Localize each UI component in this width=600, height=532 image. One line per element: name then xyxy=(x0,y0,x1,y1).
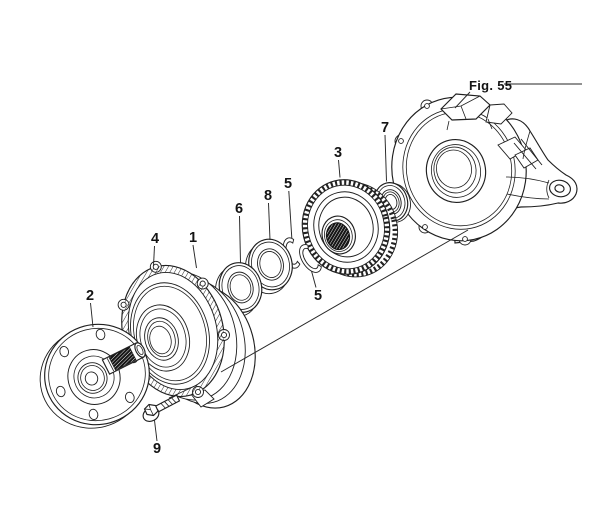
callout-9-label: 9 xyxy=(153,441,161,457)
gear-splined-bore xyxy=(325,222,351,251)
callout-8: 8 xyxy=(264,188,272,241)
callout-4-label: 4 xyxy=(151,231,159,247)
callout-6: 6 xyxy=(235,201,243,264)
hub-flange xyxy=(39,323,150,429)
hub-center-rings xyxy=(67,349,121,405)
knuckle-top-boss xyxy=(440,93,513,131)
bolt-threads xyxy=(160,397,177,409)
knuckle-bore xyxy=(425,139,487,203)
callout-3-label: 3 xyxy=(334,145,342,161)
housing-bore xyxy=(130,282,210,385)
callout-3: 3 xyxy=(334,145,342,178)
figure-reference-label: Fig. 55 xyxy=(469,78,512,93)
steering-knuckle xyxy=(390,93,578,246)
callout-5-upper: 5 xyxy=(284,176,293,239)
callout-8-label: 8 xyxy=(264,188,272,204)
assembly-leader-lines xyxy=(168,229,469,399)
knuckle-arm xyxy=(505,130,572,200)
flange-bolt xyxy=(142,394,181,422)
callout-4: 4 xyxy=(151,231,159,267)
callout-5-upper-label: 5 xyxy=(284,176,292,192)
callout-7: 7 xyxy=(381,120,389,182)
callout-9: 9 xyxy=(153,420,161,457)
callout-6-label: 6 xyxy=(235,201,243,217)
callout-1-label: 1 xyxy=(189,230,197,246)
callout-5-lower: 5 xyxy=(311,270,322,304)
hub-splined-shaft xyxy=(101,342,146,375)
callout-7-label: 7 xyxy=(381,120,389,136)
callout-2-label: 2 xyxy=(86,288,94,304)
figure-reference: Fig. 55 xyxy=(454,78,582,109)
callout-1: 1 xyxy=(189,230,197,269)
callout-2: 2 xyxy=(86,288,94,328)
callout-5-lower-label: 5 xyxy=(314,288,322,304)
ring-gear xyxy=(301,179,399,278)
